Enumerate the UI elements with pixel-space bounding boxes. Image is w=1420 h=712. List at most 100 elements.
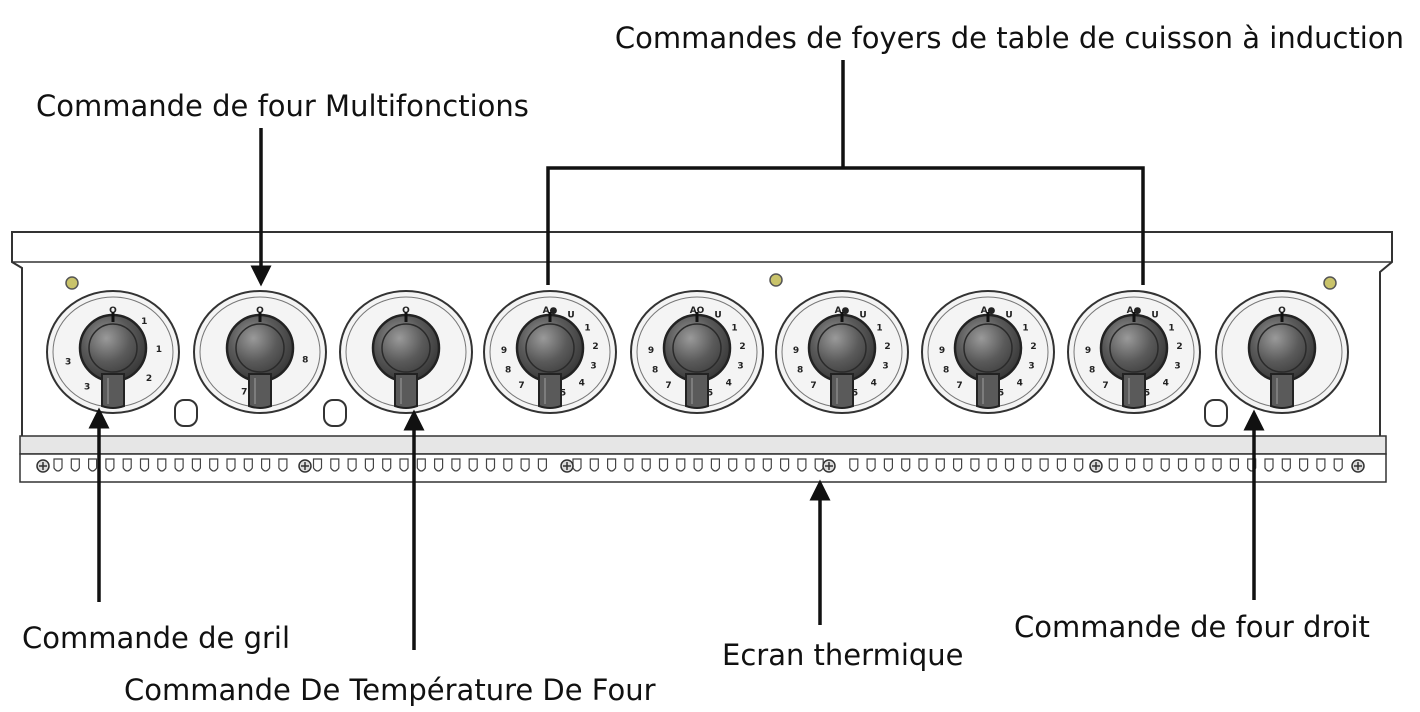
vent-slot: [849, 458, 859, 472]
dial-mark: 3: [737, 362, 743, 372]
vent-slot: [1177, 458, 1188, 472]
vent-slot: [1299, 458, 1309, 472]
multifunction-oven-label: Commande de four Multifonctions: [36, 89, 529, 123]
knob-multifunction[interactable]: O87: [193, 290, 327, 414]
dial-mark: 7: [1102, 381, 1108, 391]
dial-mark: O: [1278, 306, 1286, 316]
dial-mark: AO: [690, 306, 705, 316]
dial-mark: 2: [592, 342, 598, 352]
vent-slot: [1022, 458, 1032, 472]
dial-mark: U: [714, 311, 721, 321]
dial-mark: 3: [1174, 362, 1180, 372]
oven-temperature-label: Commande De Température De Four: [124, 673, 656, 707]
knob-induction-3[interactable]: A●U123456789: [775, 290, 909, 414]
vent-slot: [312, 458, 323, 472]
vent-slot: [624, 458, 634, 472]
knob-grip: [976, 373, 1000, 409]
vent-slot: [1160, 458, 1170, 472]
dial-mark: 7: [518, 381, 524, 391]
heat-shield-screw: [822, 459, 836, 473]
knob-body: [1247, 313, 1317, 383]
top-screws: [65, 273, 1337, 290]
vent-slot: [1229, 458, 1239, 472]
knob-induction-5[interactable]: A●U123456789: [1067, 290, 1201, 414]
screw-top-3: [1323, 276, 1337, 290]
vent-slot: [658, 458, 669, 472]
vent-slot: [88, 458, 98, 472]
knob-right-oven[interactable]: O: [1215, 290, 1349, 414]
knob-grip: [1122, 373, 1146, 409]
dial-mark: A●: [1127, 306, 1142, 316]
dial-mark: 3: [882, 362, 888, 372]
screw-top-1: [65, 276, 79, 290]
vent-slot: [607, 458, 617, 472]
knob-body: [953, 313, 1023, 383]
vent-slot: [745, 458, 755, 472]
vent-slot: [883, 458, 893, 472]
indicator-light-3: [1204, 399, 1228, 427]
dial-mark: 1: [584, 324, 590, 334]
dial-mark: 8: [943, 365, 949, 375]
heat-shield-screw: [1089, 459, 1103, 473]
vent-slot: [901, 458, 911, 472]
vent-slot: [1316, 458, 1326, 472]
indicator-lights: [174, 399, 1228, 427]
vent-slot: [174, 458, 184, 472]
dial-mark: 4: [871, 378, 877, 388]
vent-slot: [278, 458, 288, 472]
dial-mark: 2: [884, 342, 890, 352]
dial-mark: 2: [1176, 342, 1182, 352]
knob-induction-4[interactable]: A●U123456789: [921, 290, 1055, 414]
dial-mark: 8: [652, 365, 658, 375]
vent-slot: [589, 458, 599, 472]
dial-mark: 5: [1144, 388, 1150, 398]
vent-slot: [1333, 458, 1343, 472]
dial-mark: 5: [998, 388, 1004, 398]
vent-slot: [1212, 458, 1222, 472]
vent-slot: [191, 458, 201, 472]
vent-slot: [209, 458, 219, 472]
vent-slot: [1143, 458, 1153, 472]
dial-mark: 1: [876, 324, 882, 334]
knob-induction-1[interactable]: A●U123456789: [483, 290, 617, 414]
vent-slot: [485, 458, 496, 472]
knob-induction-2[interactable]: AOU123456789: [630, 290, 764, 414]
knob-grill[interactable]: O112233: [46, 290, 180, 414]
dial-mark: O: [402, 306, 410, 316]
vent-slot: [503, 458, 513, 472]
dial-mark: 8: [797, 365, 803, 375]
vent-slot: [261, 458, 271, 472]
heat-shield-label: Ecran thermique: [722, 638, 964, 672]
knob-oven-temperature[interactable]: O: [339, 290, 473, 414]
dial-mark: 1: [156, 345, 162, 355]
vent-slot: [572, 458, 582, 472]
heat-shield-strip: [19, 435, 1387, 483]
vent-slot: [641, 458, 651, 472]
knob-body: [515, 313, 585, 383]
vent-slot: [364, 458, 374, 472]
dial-mark: 9: [501, 346, 507, 356]
dial-mark: 9: [1085, 346, 1091, 356]
dial-mark: 5: [560, 388, 566, 398]
dial-mark: U: [859, 311, 866, 321]
heat-shield-screw: [560, 459, 574, 473]
knob-row: O112233O87OA●U123456789AOU123456789A●U12…: [46, 290, 1349, 414]
dial-mark: 5: [707, 388, 713, 398]
dial-mark: 2: [739, 342, 745, 352]
vent-slot: [814, 458, 824, 472]
vent-slot: [468, 458, 478, 472]
dial-mark: 2: [1030, 342, 1036, 352]
vent-slot: [710, 458, 720, 472]
knob-grip: [248, 373, 272, 409]
vent-slot: [537, 458, 547, 472]
knob-body: [371, 313, 441, 383]
heat-shield-screw: [1351, 459, 1365, 473]
vent-slot: [70, 458, 80, 472]
dial-mark: 1: [141, 317, 147, 327]
dial-mark: 5: [852, 388, 858, 398]
induction-bracket: [546, 166, 1145, 285]
callout-labels: Commandes de foyers de table de cuisson …: [22, 21, 1404, 707]
vent-slot: [676, 458, 686, 472]
knob-grip: [101, 373, 125, 409]
